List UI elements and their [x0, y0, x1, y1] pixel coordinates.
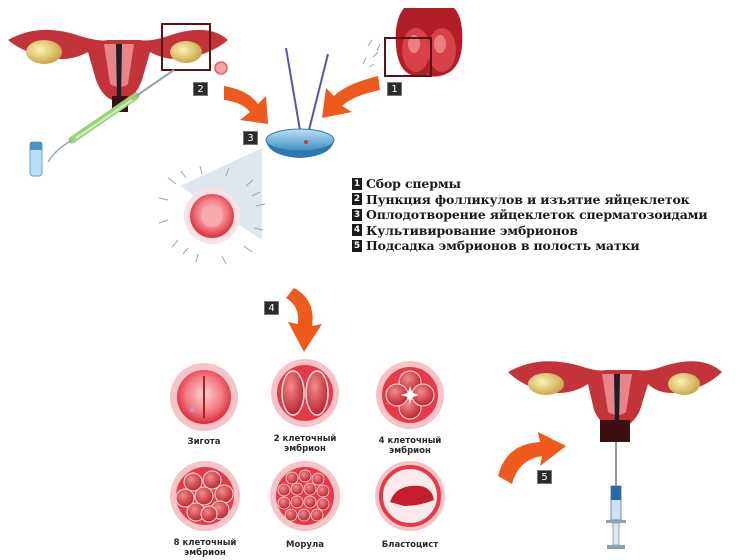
embryo-blastocyst — [375, 461, 445, 531]
caption-line: эмбрион — [184, 547, 226, 558]
legend-text: Сбор спермы — [366, 176, 461, 192]
arrow-down — [286, 288, 322, 352]
legend-item: 4 Культивирование эмбрионов — [352, 223, 747, 239]
arrow-from-testes — [322, 76, 380, 118]
caption-line: Зигота — [187, 437, 221, 447]
embryo-morula — [270, 461, 340, 531]
egg-cell — [214, 61, 228, 75]
legend-number: 3 — [352, 208, 362, 221]
legend-text: Подсадка эмбрионов в полость матки — [366, 238, 640, 254]
caption-4cell: 4 клеточный эмбрион — [355, 436, 465, 456]
caption-zygote: Зигота — [149, 437, 259, 448]
caption-8cell: 8 клеточный эмбрион — [150, 538, 260, 558]
legend-text: Культивирование эмбрионов — [366, 222, 578, 238]
legend-item: 2 Пункция фолликулов и изъятие яйцеклето… — [352, 192, 747, 208]
caption-line: 8 клеточный — [173, 538, 237, 548]
legend-number: 1 — [352, 177, 362, 190]
badge-5: 5 — [537, 470, 552, 484]
embryo-8cell — [170, 461, 240, 531]
caption-line: 2 клеточный — [273, 434, 337, 444]
uterus-top-illustration — [8, 23, 228, 112]
caption-line: эмбрион — [284, 443, 326, 454]
embryo-4cell — [376, 361, 444, 429]
petri-dish — [265, 47, 335, 158]
arrow-transfer — [498, 432, 566, 484]
legend-item: 5 Подсадка эмбрионов в полость матки — [352, 238, 747, 254]
legend-text: Оплодотворение яйцеклеток сперматозоидам… — [366, 207, 708, 223]
badge-3: 3 — [243, 131, 258, 145]
ovary-right — [170, 41, 202, 63]
caption-morula: Морула — [250, 540, 360, 551]
uterus-bottom-illustration — [508, 361, 722, 549]
legend-number: 2 — [352, 193, 362, 206]
legend-number: 4 — [352, 224, 362, 237]
caption-line: Морула — [286, 540, 324, 550]
caption-blastocyst: Бластоцист — [355, 540, 465, 551]
embryo-zygote — [170, 363, 238, 431]
legend-text: Пункция фолликулов и изъятие яйцеклеток — [366, 191, 690, 207]
ovary-left — [26, 40, 62, 64]
legend-item: 1 Сбор спермы — [352, 176, 747, 192]
arrow-from-ovary — [224, 86, 268, 124]
badge-4: 4 — [264, 301, 279, 315]
legend: 1 Сбор спермы 2 Пункция фолликулов и изъ… — [352, 176, 747, 254]
badge-2: 2 — [193, 82, 208, 96]
legend-number: 5 — [352, 239, 362, 252]
testes-illustration — [362, 8, 463, 77]
caption-2cell: 2 клеточный эмбрион — [250, 434, 360, 454]
aspiration-needle — [29, 69, 175, 177]
caption-line: эмбрион — [389, 445, 431, 456]
embryo-2cell — [271, 359, 339, 427]
badge-1: 1 — [387, 82, 402, 96]
caption-line: Бластоцист — [381, 540, 439, 550]
legend-item: 3 Оплодотворение яйцеклеток сперматозоид… — [352, 207, 747, 223]
fertilized-egg — [158, 165, 266, 265]
caption-line: 4 клеточный — [378, 436, 442, 446]
